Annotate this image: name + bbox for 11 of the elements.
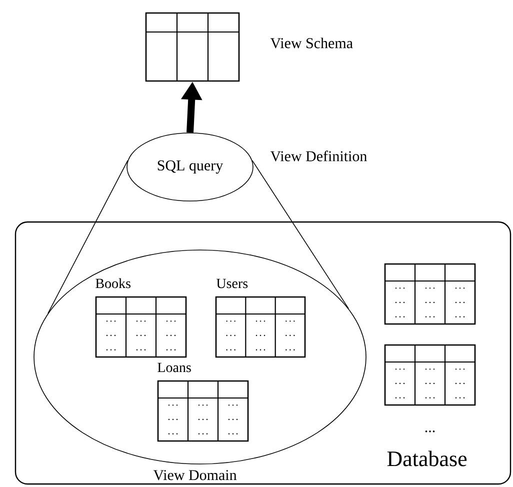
side-label: View Definition	[270, 150, 367, 162]
table-drawing	[384, 263, 476, 325]
ellipse-label: View Domain	[153, 470, 237, 480]
side-label: View Schema	[270, 38, 353, 48]
table-drawing	[384, 344, 476, 406]
table-title: Users	[216, 278, 248, 288]
table-title: Loans	[158, 362, 191, 372]
connector-line	[48, 160, 128, 314]
table-title: Books	[96, 278, 130, 288]
connector-line	[252, 160, 350, 310]
ellipsis-label: ...	[425, 430, 435, 432]
